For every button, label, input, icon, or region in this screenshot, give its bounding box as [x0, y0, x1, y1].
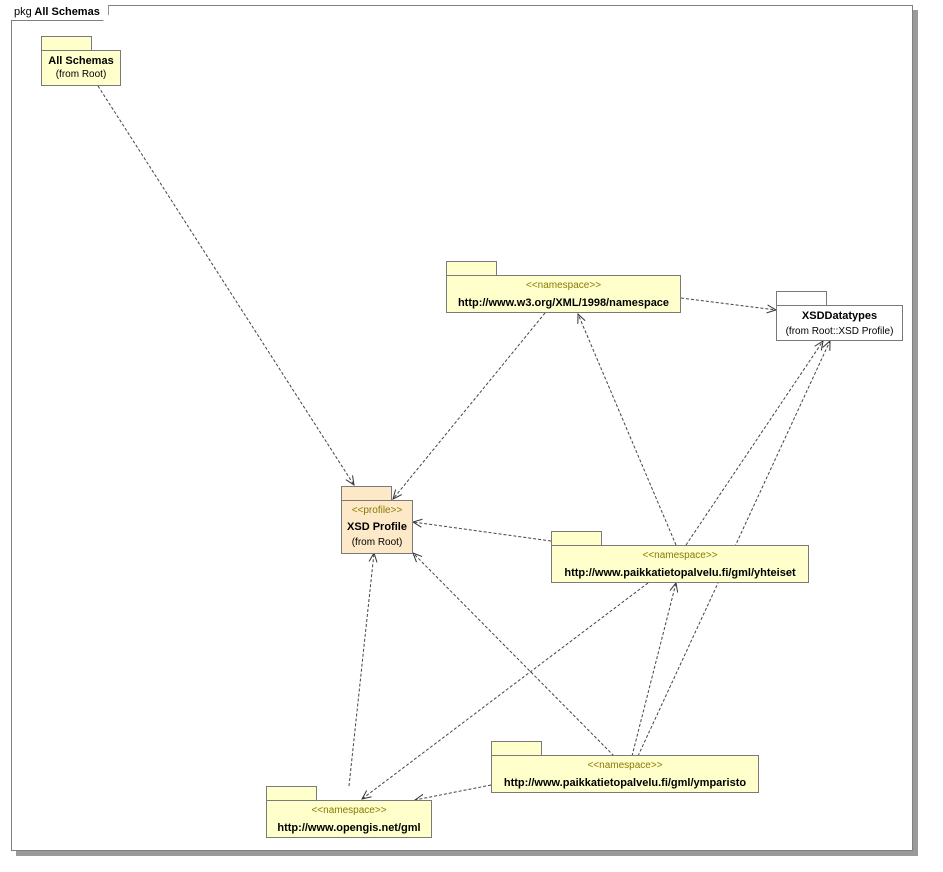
package-tab	[776, 291, 827, 305]
package-body: <<namespace>> http://www.paikkatietopalv…	[491, 755, 759, 793]
diagram-kind: pkg	[14, 6, 32, 18]
package-name: http://www.opengis.net/gml	[277, 822, 421, 834]
edge-yhteiset-to-xsddatatypes	[685, 341, 823, 546]
package-body: <<namespace>> http://www.opengis.net/gml	[266, 800, 432, 838]
diagram-title: All Schemas	[34, 6, 100, 18]
package-tab	[266, 786, 317, 800]
edge-yhteiset-to-xsdprofile	[413, 522, 552, 542]
package-stereotype: <<namespace>>	[525, 280, 602, 291]
package-tab	[41, 36, 92, 50]
package-tab	[491, 741, 542, 755]
package-body: All Schemas (from Root)	[41, 50, 121, 86]
package-stereotype: <<namespace>>	[587, 760, 663, 771]
edge-w3-to-xsdprofile	[393, 312, 546, 499]
package-name: XSD Profile	[347, 521, 407, 533]
package-tab	[551, 531, 602, 545]
package-from: (from Root)	[55, 69, 107, 80]
edge-ymparisto-to-gml	[415, 784, 492, 800]
package-name: XSDDatatypes	[801, 310, 878, 322]
edge-ymparisto-to-xsddatatypes	[637, 341, 830, 757]
package-from: (from Root)	[351, 537, 403, 548]
package-body: <<profile>> XSD Profile (from Root)	[341, 500, 413, 554]
edge-ymparisto-to-xsdprofile	[413, 553, 615, 757]
package-name: http://www.paikkatietopalvelu.fi/gml/yht…	[564, 567, 796, 579]
edge-w3-to-xsddatatypes	[680, 297, 776, 310]
package-from: (from Root::XSD Profile)	[785, 326, 894, 337]
package-tab	[446, 261, 497, 275]
package-stereotype: <<namespace>>	[311, 805, 387, 816]
edge-gml-to-xsdprofile	[348, 553, 374, 787]
package-name: http://www.w3.org/XML/1998/namespace	[457, 297, 670, 309]
diagram-frame-label: pkg All Schemas	[11, 5, 109, 21]
edge-yhteiset-to-w3	[578, 314, 677, 546]
package-body: <<namespace>> http://www.paikkatietopalv…	[551, 545, 809, 583]
package-body: <<namespace>> http://www.w3.org/XML/1998…	[446, 275, 681, 313]
edge-allschemas-to-xsdprofile	[97, 85, 354, 485]
package-stereotype: <<profile>>	[351, 505, 403, 516]
diagram-frame	[11, 5, 913, 851]
package-tab	[341, 486, 392, 500]
edge-ymparisto-to-yhteiset	[631, 583, 676, 757]
package-name: http://www.paikkatietopalvelu.fi/gml/ymp…	[503, 777, 747, 789]
package-body: XSDDatatypes (from Root::XSD Profile)	[776, 305, 903, 341]
package-stereotype: <<namespace>>	[642, 550, 718, 561]
package-name: All Schemas	[48, 55, 114, 67]
